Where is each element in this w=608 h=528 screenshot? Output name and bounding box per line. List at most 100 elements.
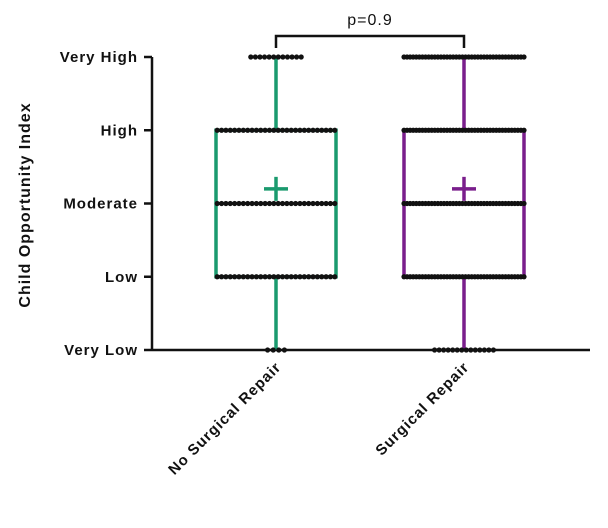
data-point	[248, 54, 254, 60]
data-point	[314, 274, 320, 280]
data-point	[472, 347, 478, 353]
data-point	[436, 347, 442, 353]
data-point	[323, 127, 329, 133]
data-point	[319, 127, 325, 133]
data-point	[284, 127, 290, 133]
data-point	[297, 274, 303, 280]
significance-bracket: p=0.9	[274, 12, 466, 48]
data-point	[266, 274, 273, 280]
data-point-row	[265, 347, 287, 353]
data-point	[232, 274, 238, 280]
data-point	[271, 274, 277, 280]
y-tick-label: Low	[105, 269, 138, 286]
data-point-row	[401, 127, 527, 133]
data-point	[289, 54, 295, 60]
data-point	[275, 274, 281, 280]
data-point	[445, 347, 451, 353]
data-point	[301, 127, 307, 133]
data-point	[218, 127, 225, 133]
data-point	[310, 127, 316, 133]
data-point	[265, 347, 271, 353]
boxes	[214, 54, 527, 353]
data-point	[301, 274, 307, 280]
data-point	[258, 274, 264, 280]
data-point	[266, 127, 273, 133]
box-group	[214, 54, 338, 353]
data-point	[468, 347, 474, 353]
data-point	[327, 274, 334, 280]
data-point	[279, 127, 286, 133]
data-point	[521, 127, 527, 133]
y-tick-label: Very High	[60, 49, 138, 66]
x-category-label: No Surgical Repair	[165, 359, 285, 479]
x-category-labels: No Surgical Repair Surgical Repair	[165, 359, 473, 479]
data-point	[240, 127, 246, 133]
data-point-row	[214, 127, 338, 133]
data-point	[332, 274, 338, 280]
y-tick-label: High	[101, 122, 138, 139]
data-point	[521, 274, 527, 280]
data-point	[236, 274, 242, 280]
data-point	[252, 54, 258, 60]
data-point	[218, 274, 225, 280]
data-point	[279, 274, 286, 280]
data-point	[459, 347, 465, 353]
data-point	[432, 347, 438, 353]
data-point	[297, 127, 303, 133]
data-point	[306, 274, 312, 280]
data-point	[310, 274, 316, 280]
data-point	[223, 274, 229, 280]
box-group	[401, 54, 527, 353]
data-point	[441, 347, 447, 353]
data-point	[284, 54, 291, 60]
data-point	[245, 127, 251, 133]
data-point	[306, 127, 312, 133]
data-point	[253, 127, 259, 133]
y-ticks: Very Low Low Moderate High Very High	[60, 49, 152, 359]
data-point	[223, 127, 229, 133]
data-point	[275, 54, 281, 60]
data-point	[521, 54, 527, 60]
data-point	[262, 274, 268, 280]
data-point	[271, 54, 277, 60]
data-point	[275, 127, 281, 133]
data-point	[314, 127, 320, 133]
data-point-row	[401, 274, 527, 280]
data-point	[236, 127, 242, 133]
data-point	[227, 127, 233, 133]
data-point	[319, 274, 325, 280]
data-point	[327, 127, 334, 133]
data-point	[214, 127, 220, 133]
y-tick-label: Very Low	[64, 342, 138, 359]
data-point	[280, 54, 286, 60]
x-category-label: Surgical Repair	[372, 359, 472, 459]
data-point	[271, 127, 277, 133]
data-point	[266, 54, 272, 60]
significance-bracket-line	[274, 34, 466, 48]
data-point	[240, 274, 246, 280]
data-point	[276, 347, 282, 353]
data-point	[281, 347, 287, 353]
data-point	[298, 54, 304, 60]
data-point	[249, 127, 255, 133]
data-point	[454, 347, 460, 353]
data-point	[323, 274, 329, 280]
data-point	[293, 274, 299, 280]
data-point	[261, 54, 268, 60]
data-point-row	[432, 347, 496, 353]
data-point	[463, 347, 469, 353]
data-point	[293, 127, 299, 133]
data-point	[486, 347, 492, 353]
data-point	[288, 274, 294, 280]
data-point	[253, 274, 259, 280]
data-point	[490, 347, 496, 353]
p-value-label: p=0.9	[347, 12, 392, 29]
data-point	[258, 127, 264, 133]
data-point	[294, 54, 300, 60]
y-tick-label: Moderate	[63, 196, 138, 213]
data-point	[477, 347, 483, 353]
data-point	[232, 127, 238, 133]
data-point-row	[401, 54, 527, 60]
data-point	[270, 347, 276, 353]
